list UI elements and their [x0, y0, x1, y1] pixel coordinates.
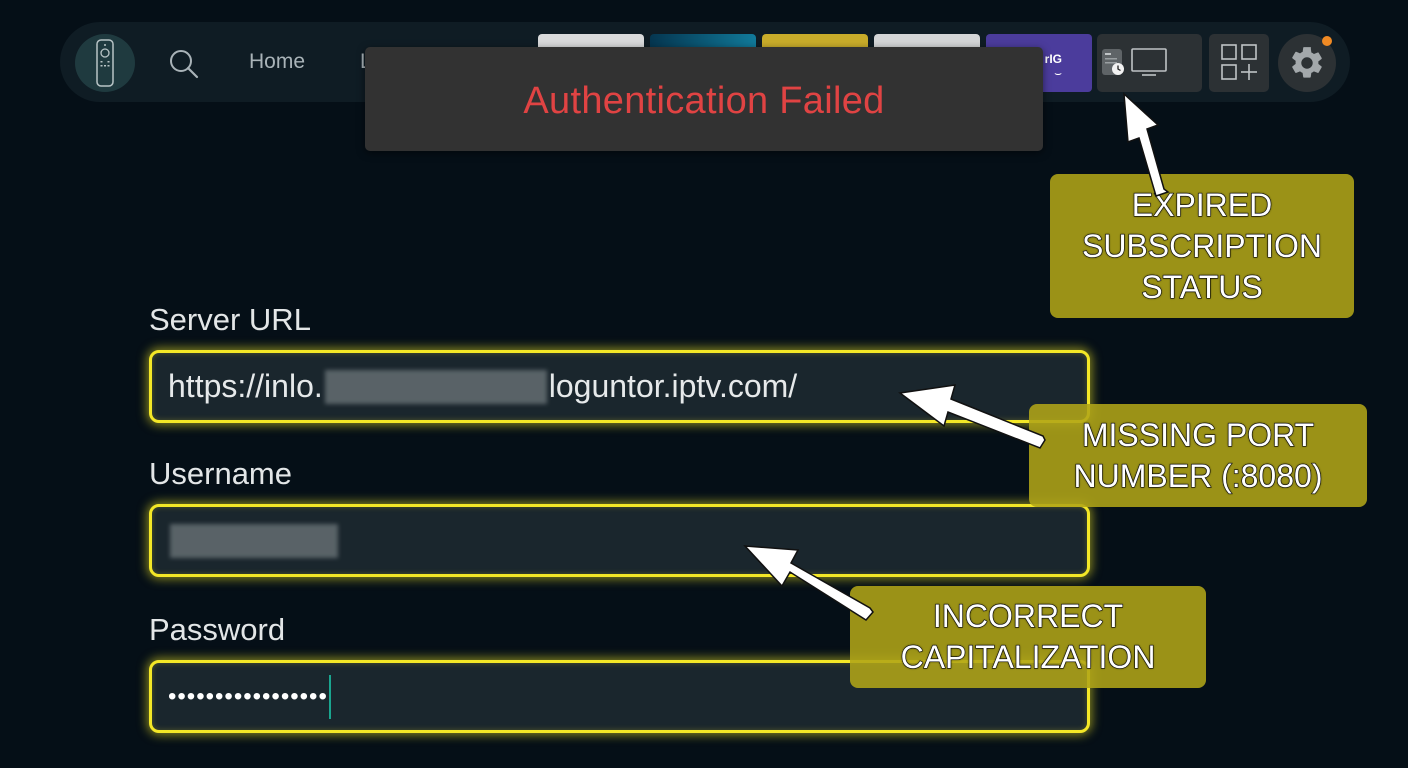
- remote-button[interactable]: [75, 34, 135, 92]
- callout-expired-subscription: EXPIRED SUBSCRIPTION STATUS: [1050, 174, 1354, 318]
- app-tile-prime-label: rIG: [1044, 52, 1062, 66]
- notification-dot: [1322, 36, 1332, 46]
- gear-icon: [1292, 47, 1322, 78]
- search-icon: [170, 50, 199, 79]
- server-url-input[interactable]: https://inlo. loguntor.iptv.com/: [149, 350, 1090, 423]
- callout-incorrect-capitalization: INCORRECT CAPITALIZATION: [850, 586, 1206, 688]
- text-caret: [328, 674, 331, 719]
- server-url-label: Server URL: [149, 302, 311, 337]
- callout-line: SUBSCRIPTION: [1081, 227, 1323, 264]
- callout-line: NUMBER (:8080): [1073, 457, 1323, 494]
- callout-missing-port: MISSING PORT NUMBER (:8080): [1029, 404, 1367, 507]
- callout-line: EXPIRED: [1131, 186, 1273, 223]
- toast-message: Authentication Failed: [523, 79, 885, 122]
- password-label: Password: [149, 612, 286, 647]
- apps-button[interactable]: [1209, 34, 1269, 92]
- nav-item-home[interactable]: Home: [249, 50, 306, 73]
- password-value: •••••••••••••••••: [168, 682, 328, 710]
- apps-grid-add-icon: [1221, 44, 1257, 80]
- error-toast: Authentication Failed: [365, 47, 1043, 151]
- server-url-prefix: https://inlo.: [168, 368, 323, 404]
- callout-line: STATUS: [1141, 268, 1264, 305]
- username-input[interactable]: [149, 504, 1090, 577]
- callout-line: MISSING PORT: [1081, 416, 1315, 453]
- callout-line: CAPITALIZATION: [900, 638, 1156, 675]
- callout-line: INCORRECT: [932, 597, 1124, 634]
- remote-control-icon: [96, 39, 114, 87]
- redacted-username: [170, 523, 338, 558]
- username-label: Username: [149, 456, 292, 491]
- server-url-suffix: loguntor.iptv.com/: [548, 368, 798, 404]
- search-button[interactable]: [166, 46, 202, 82]
- password-input[interactable]: •••••••••••••••••: [149, 660, 1090, 733]
- live-tv-button[interactable]: [1097, 34, 1202, 92]
- live-tv-icon: [1102, 48, 1167, 76]
- smile-arrow-icon: ⌣: [1054, 66, 1062, 80]
- redacted-text: [324, 369, 547, 404]
